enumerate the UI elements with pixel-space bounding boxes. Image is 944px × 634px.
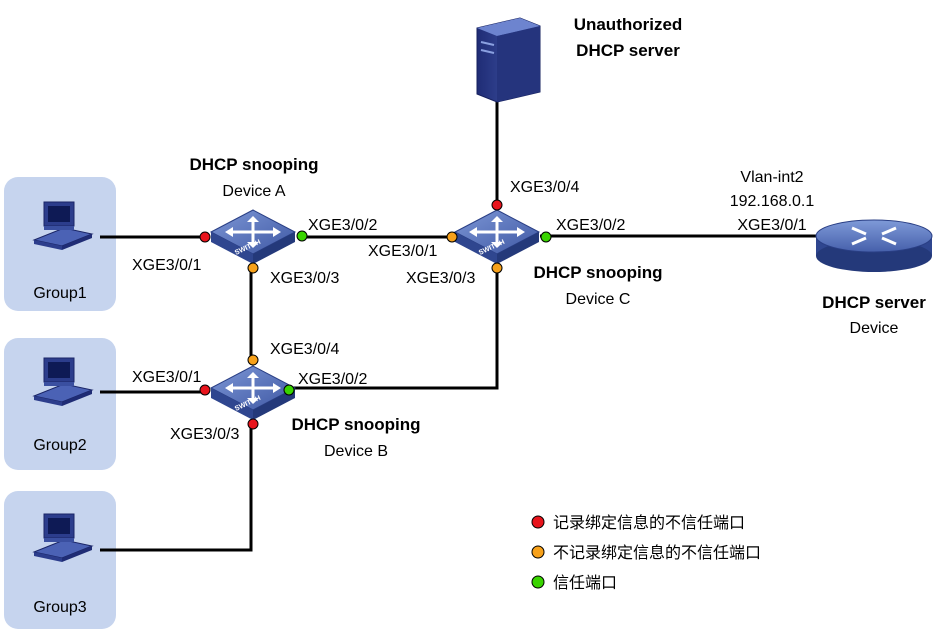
legend-red-label: 记录绑定信息的不信任端口: [553, 513, 745, 532]
group2-label: Group2: [33, 437, 86, 454]
device-a-port2: XGE3/0/2: [308, 217, 377, 234]
device-a-port1: XGE3/0/1: [132, 257, 201, 274]
device-a-name: Device A: [222, 183, 285, 200]
link-b-c: [292, 268, 499, 390]
legend-red-dot: [531, 515, 545, 529]
device-a-port3: XGE3/0/3: [270, 270, 339, 287]
device-b-name: Device B: [324, 443, 388, 460]
device-b-port1: XGE3/0/1: [132, 369, 201, 386]
server-vlan: Vlan-int2: [740, 169, 803, 186]
port-dot-c-p2: [540, 231, 552, 243]
device-c-port1: XGE3/0/1: [368, 243, 437, 260]
switch-icon-device-c: [453, 208, 541, 266]
server-ip: 192.168.0.1: [730, 193, 815, 210]
device-c-role: DHCP snooping: [533, 263, 662, 282]
port-dot-b-p2: [283, 384, 295, 396]
device-c-port2: XGE3/0/2: [556, 217, 625, 234]
port-dot-c-p1: [446, 231, 458, 243]
port-dot-b-p1: [199, 384, 211, 396]
dhcp-server-role: DHCP server: [822, 293, 926, 312]
device-a-role: DHCP snooping: [189, 155, 318, 174]
device-c-port4: XGE3/0/4: [510, 179, 579, 196]
port-dot-b-p4: [247, 354, 259, 366]
switch-icon-device-b: [209, 364, 297, 422]
device-c-name: Device C: [566, 291, 631, 308]
port-dot-a-p2: [296, 230, 308, 242]
group1-label: Group1: [33, 285, 86, 302]
legend-orange-label: 不记录绑定信息的不信任端口: [553, 543, 761, 562]
server-icon: [476, 17, 541, 103]
port-dot-b-p3: [247, 418, 259, 430]
group3-label: Group3: [33, 599, 86, 616]
unauthorized-server-line1: Unauthorized: [574, 15, 683, 34]
unauthorized-server-line2: DHCP server: [576, 41, 680, 60]
device-c-port3: XGE3/0/3: [406, 270, 475, 287]
port-dot-c-p3: [491, 262, 503, 274]
device-b-port2: XGE3/0/2: [298, 371, 367, 388]
legend-orange-dot: [531, 545, 545, 559]
device-b-port4: XGE3/0/4: [270, 341, 339, 358]
device-b-port3: XGE3/0/3: [170, 426, 239, 443]
legend-green-dot: [531, 575, 545, 589]
port-dot-a-p1: [199, 231, 211, 243]
legend-green-label: 信任端口: [553, 573, 617, 592]
device-b-role: DHCP snooping: [291, 415, 420, 434]
dhcp-server-name: Device: [850, 320, 899, 337]
link-group3-b: [100, 424, 253, 552]
server-port: XGE3/0/1: [737, 217, 806, 234]
port-dot-a-p3: [247, 262, 259, 274]
switch-icon-device-a: [209, 208, 297, 266]
legend: 记录绑定信息的不信任端口 不记录绑定信息的不信任端口 信任端口: [531, 513, 761, 592]
port-dot-c-p4: [491, 199, 503, 211]
router-icon: [815, 219, 933, 272]
